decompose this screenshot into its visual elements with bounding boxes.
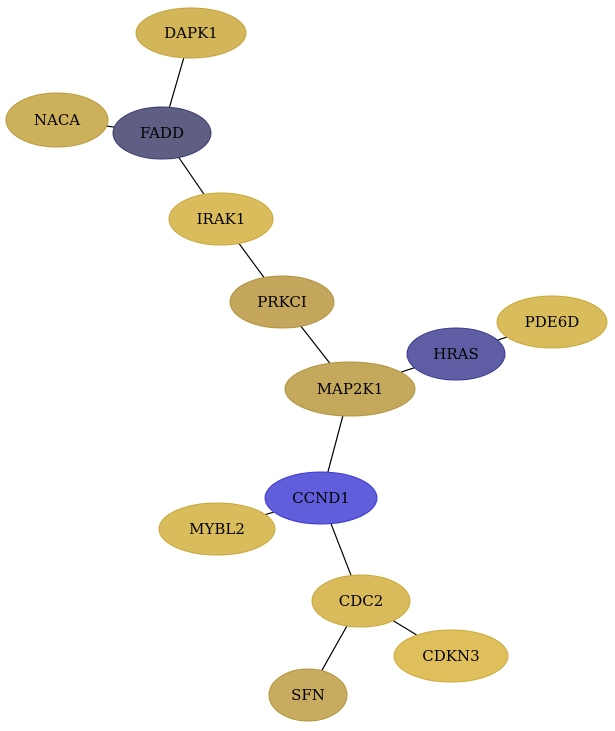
edge-naca-fadd: [106, 125, 115, 128]
node-shape: [393, 629, 509, 683]
edge-prkci-map2k1: [300, 325, 331, 364]
node-label: PRKCI: [257, 293, 307, 311]
node-fadd[interactable]: FADD: [112, 106, 212, 160]
node-shape: [496, 295, 608, 349]
node-prkci[interactable]: PRKCI: [229, 275, 335, 329]
edge-fadd-irak1: [178, 157, 205, 195]
node-label: CDKN3: [422, 647, 479, 665]
node-cdc2[interactable]: CDC2: [311, 574, 411, 628]
node-shape: [5, 92, 109, 148]
node-shape: [229, 275, 335, 329]
node-shape: [264, 471, 378, 525]
node-dapk1[interactable]: DAPK1: [135, 7, 247, 59]
node-hras[interactable]: HRAS: [406, 327, 506, 381]
node-shape: [406, 327, 506, 381]
edge-hras-pde6d: [497, 336, 508, 341]
node-naca[interactable]: NACA: [5, 92, 109, 148]
edge-cdc2-cdkn3: [392, 620, 418, 636]
node-label: IRAK1: [197, 210, 246, 228]
edges-layer: [106, 57, 508, 671]
node-label: DAPK1: [164, 24, 218, 42]
node-sfn[interactable]: SFN: [268, 668, 348, 722]
edge-dapk1-fadd: [168, 57, 185, 108]
node-label: MYBL2: [189, 520, 245, 538]
edge-cdc2-sfn: [321, 625, 348, 671]
edge-ccnd1-mybl2: [265, 511, 275, 516]
edge-map2k1-ccnd1: [327, 415, 344, 473]
node-label: MAP2K1: [317, 380, 384, 398]
node-shape: [284, 361, 416, 417]
node-shape: [158, 502, 276, 556]
node-label: HRAS: [433, 345, 478, 363]
node-shape: [112, 106, 212, 160]
node-shape: [135, 7, 247, 59]
node-label: NACA: [34, 111, 80, 129]
node-irak1[interactable]: IRAK1: [168, 192, 274, 246]
node-ccnd1[interactable]: CCND1: [264, 471, 378, 525]
node-label: SFN: [291, 686, 325, 704]
node-label: CCND1: [292, 489, 350, 507]
edge-ccnd1-cdc2: [330, 523, 352, 576]
node-cdkn3[interactable]: CDKN3: [393, 629, 509, 683]
node-label: CDC2: [339, 592, 384, 610]
node-shape: [168, 192, 274, 246]
node-mybl2[interactable]: MYBL2: [158, 502, 276, 556]
node-label: PDE6D: [525, 313, 580, 331]
node-shape: [268, 668, 348, 722]
node-map2k1[interactable]: MAP2K1: [284, 361, 416, 417]
node-label: FADD: [140, 124, 184, 142]
node-shape: [311, 574, 411, 628]
node-pde6d[interactable]: PDE6D: [496, 295, 608, 349]
edge-irak1-prkci: [238, 243, 265, 278]
edge-map2k1-hras: [400, 367, 415, 373]
